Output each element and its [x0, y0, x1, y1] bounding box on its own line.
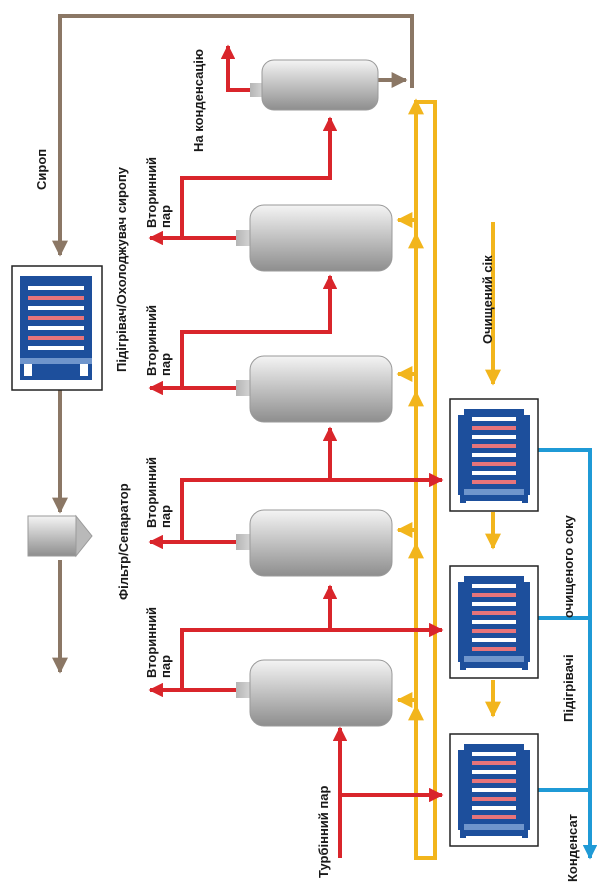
filter-separator — [28, 516, 92, 556]
to-condensation-label: На конденсацію — [191, 49, 206, 152]
juice-heater-3 — [450, 734, 538, 846]
evaporator-3 — [236, 356, 392, 422]
clarified-juice-label: Очищений сік — [480, 255, 495, 344]
juice-heater-2 — [450, 566, 538, 678]
evaporator-4 — [236, 205, 392, 271]
juice-heater-1 — [450, 399, 538, 511]
secondary-steam-label-4: Вториннийпар — [144, 157, 173, 228]
juice-heaters-label-2: очищеного соку — [561, 514, 576, 618]
condensate-line — [538, 450, 590, 858]
syrup-label: Сироп — [34, 149, 49, 190]
evaporator-5 — [250, 60, 378, 110]
filter-separator-label: Фільтр/Сепаратор — [116, 483, 131, 600]
juice-heaters-label: Підігрівачі — [561, 654, 576, 722]
evaporator-1 — [236, 660, 392, 726]
heater-cooler-label: Підігрівач/Охолоджувач сиропу — [114, 166, 129, 372]
secondary-steam-label-2: Вториннийпар — [144, 457, 173, 528]
evaporator-2 — [236, 510, 392, 576]
turbine-steam-label: Турбінний пар — [316, 786, 331, 878]
syrup-heater-cooler — [12, 266, 102, 390]
secondary-steam-label-3: Вториннийпар — [144, 305, 173, 376]
secondary-steam-label-1: Вториннийпар — [144, 607, 173, 678]
condensate-label: Конденсат — [565, 814, 580, 882]
